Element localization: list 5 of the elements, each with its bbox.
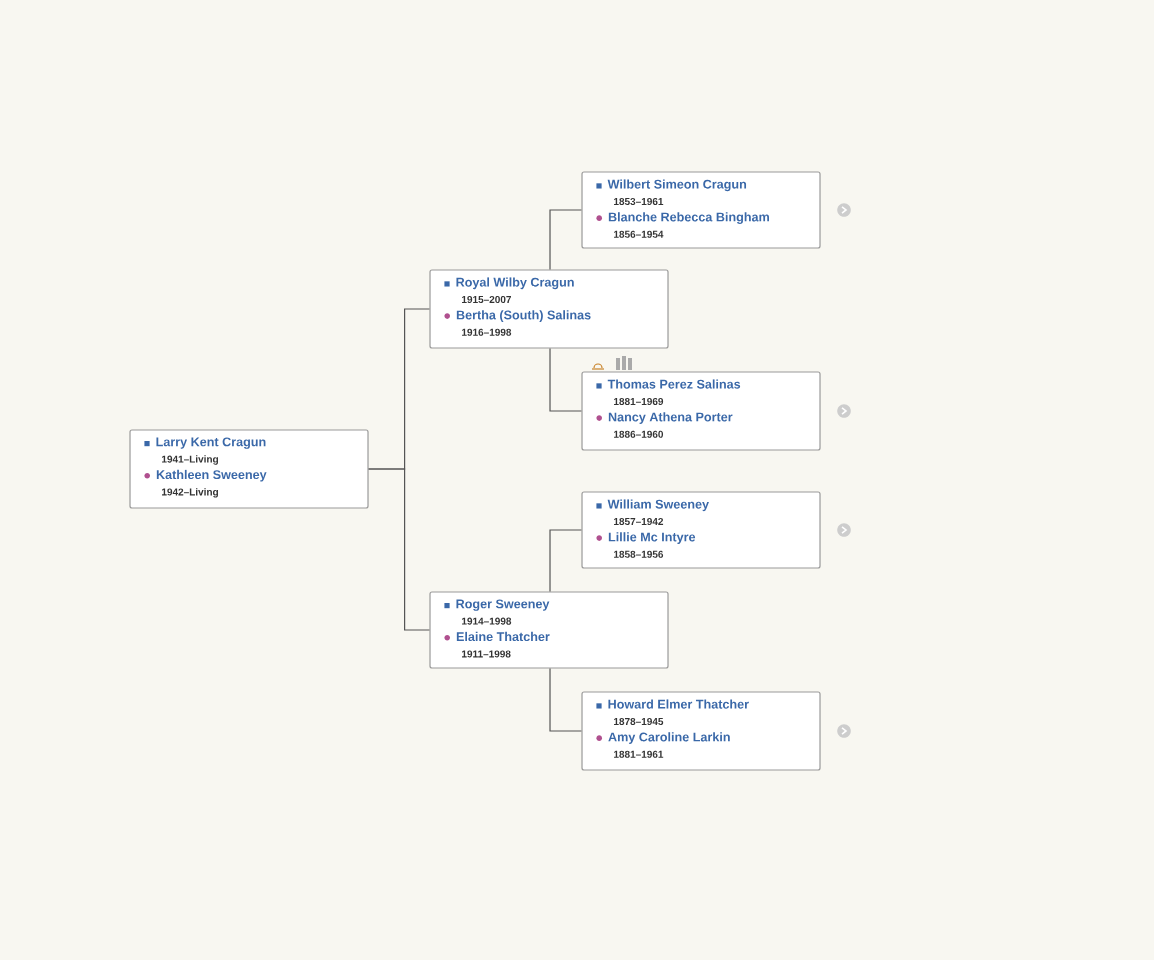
connector-line [549,529,582,592]
connector-line [368,468,430,631]
connector-line [549,348,582,412]
connector-line [549,668,582,732]
connector-line [549,209,582,270]
